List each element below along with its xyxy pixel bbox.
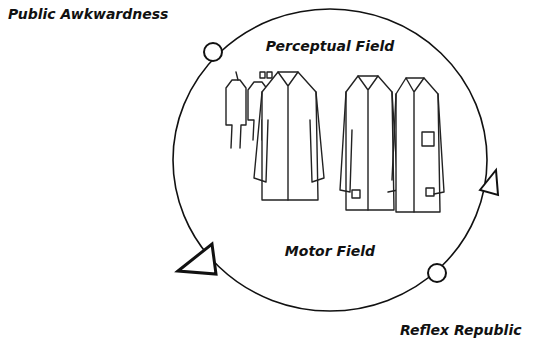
- shirt: [346, 76, 394, 210]
- shirt: [396, 78, 440, 212]
- marker-circle: [204, 43, 222, 61]
- marker-triangle: [480, 170, 498, 195]
- field-label: Motor Field: [172, 243, 488, 259]
- background-figure: [267, 72, 272, 78]
- shirt: [392, 94, 444, 194]
- marker-triangle: [178, 244, 216, 274]
- pocket: [352, 190, 360, 198]
- corner-label: Reflex Republic: [400, 322, 521, 338]
- shirt: [340, 92, 398, 192]
- corner-label: Public Awkwardness: [8, 6, 168, 22]
- people-sketch: [226, 72, 444, 212]
- shirt: [262, 72, 318, 200]
- background-figure: [236, 72, 238, 80]
- shirt: [278, 72, 298, 200]
- background-figure: [226, 80, 246, 148]
- shirt: [358, 76, 378, 210]
- pocket: [422, 132, 434, 146]
- background-figure: [260, 72, 265, 78]
- marker-circle: [428, 264, 446, 282]
- pocket: [426, 188, 434, 196]
- shirt: [254, 92, 324, 182]
